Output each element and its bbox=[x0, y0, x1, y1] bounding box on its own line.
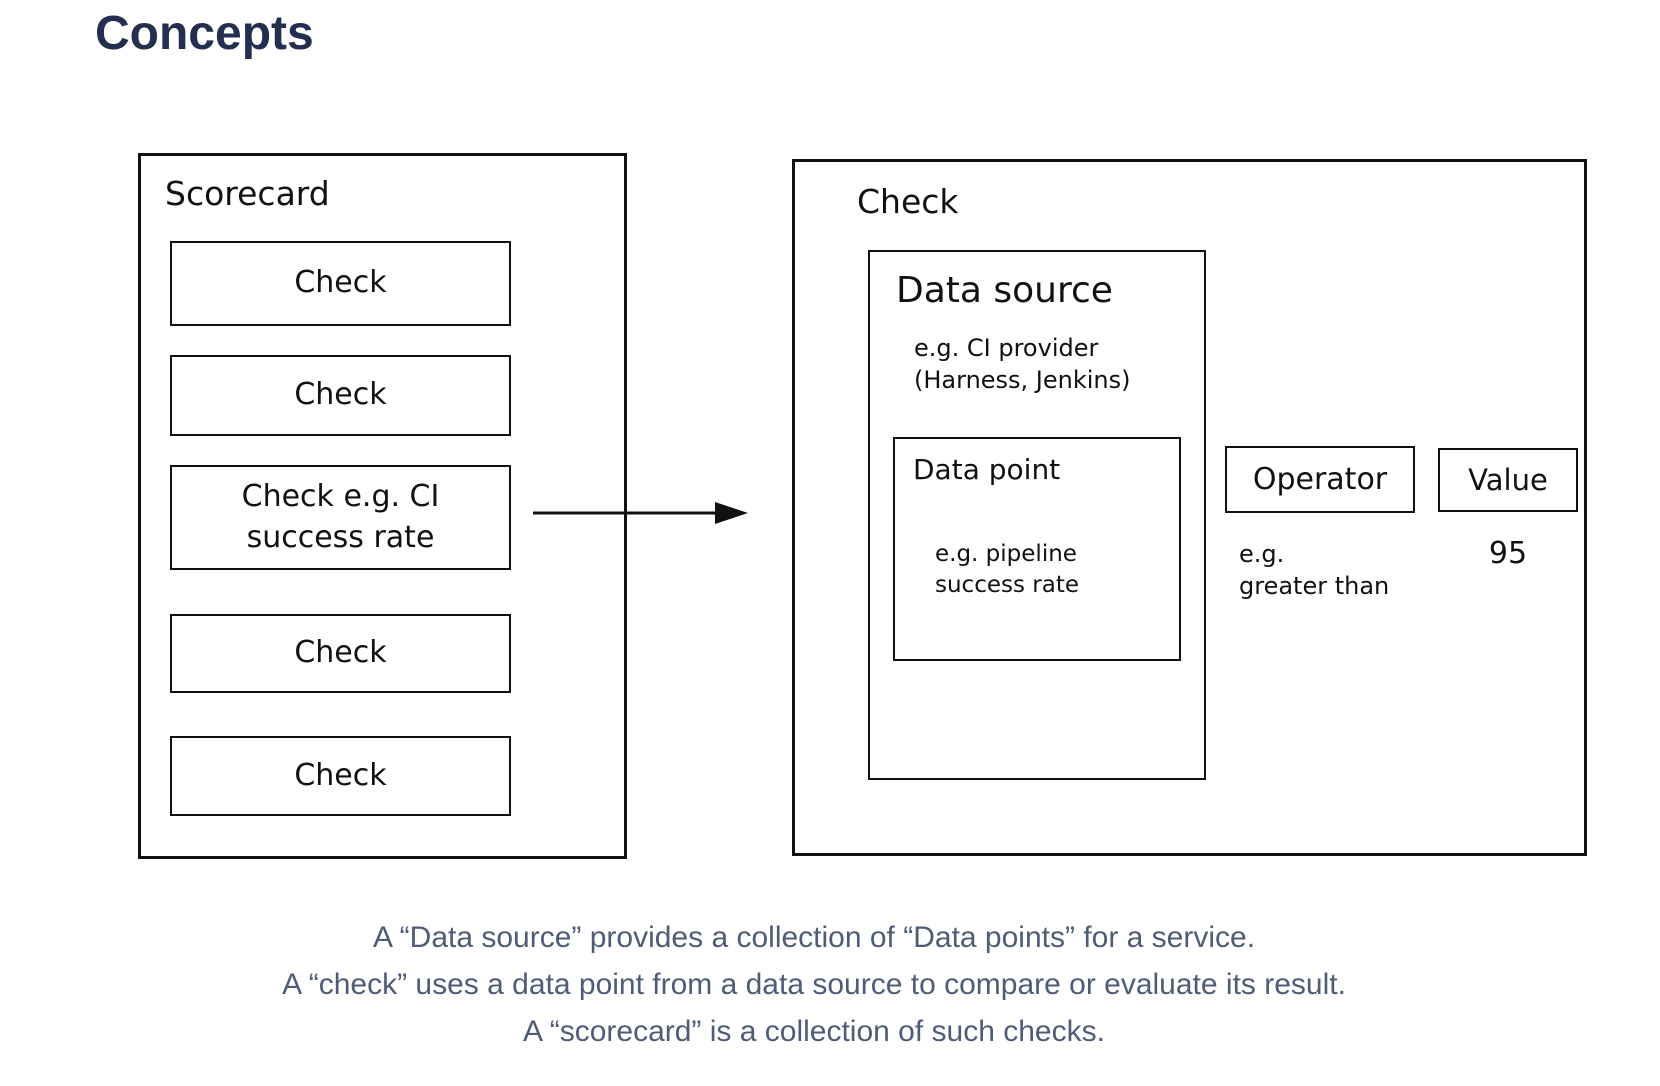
scorecard-check-item: Check bbox=[170, 355, 511, 436]
check-detail-label: Check bbox=[857, 182, 959, 221]
check-label: Check bbox=[294, 635, 387, 671]
check-label: Check e.g. CI success rate bbox=[241, 479, 440, 555]
check-label: Check bbox=[294, 757, 387, 793]
value-label: Value bbox=[1468, 463, 1548, 497]
value-example: 95 bbox=[1488, 536, 1528, 571]
data-point-example: e.g. pipeline success rate bbox=[935, 541, 1079, 598]
check-detail-box: Check Data source e.g. CI provider (Harn… bbox=[792, 159, 1587, 856]
data-source-box: Data source e.g. CI provider (Harness, J… bbox=[868, 250, 1206, 780]
scorecard-check-item: Check bbox=[170, 614, 511, 693]
value-box: Value bbox=[1438, 448, 1578, 512]
data-point-label: Data point bbox=[913, 453, 1061, 486]
page-title: Concepts bbox=[95, 7, 314, 60]
check-label: Check bbox=[294, 377, 387, 413]
scorecard-label: Scorecard bbox=[165, 174, 330, 213]
caption-line: A “Data source” provides a collection of… bbox=[372, 921, 1256, 954]
scorecard-check-item-ci-success-rate: Check e.g. CI success rate bbox=[170, 465, 511, 570]
check-label: Check bbox=[294, 265, 387, 301]
data-source-example: e.g. CI provider (Harness, Jenkins) bbox=[914, 334, 1131, 394]
operator-example: e.g. greater than bbox=[1239, 540, 1390, 600]
caption-line: A “scorecard” is a collection of such ch… bbox=[523, 1015, 1105, 1048]
operator-label: Operator bbox=[1252, 462, 1388, 497]
data-source-label: Data source bbox=[896, 270, 1113, 311]
caption-block: A “Data source” provides a collection of… bbox=[0, 914, 1628, 1055]
operator-box: Operator bbox=[1225, 446, 1415, 513]
data-point-box: Data point e.g. pipeline success rate bbox=[893, 437, 1181, 661]
flow-arrow-icon bbox=[533, 502, 748, 524]
scorecard-box: Scorecard Check Check Check e.g. CI succ… bbox=[138, 153, 627, 859]
caption-line: A “check” uses a data point from a data … bbox=[282, 968, 1346, 1001]
scorecard-check-item: Check bbox=[170, 241, 511, 326]
scorecard-check-item: Check bbox=[170, 736, 511, 816]
